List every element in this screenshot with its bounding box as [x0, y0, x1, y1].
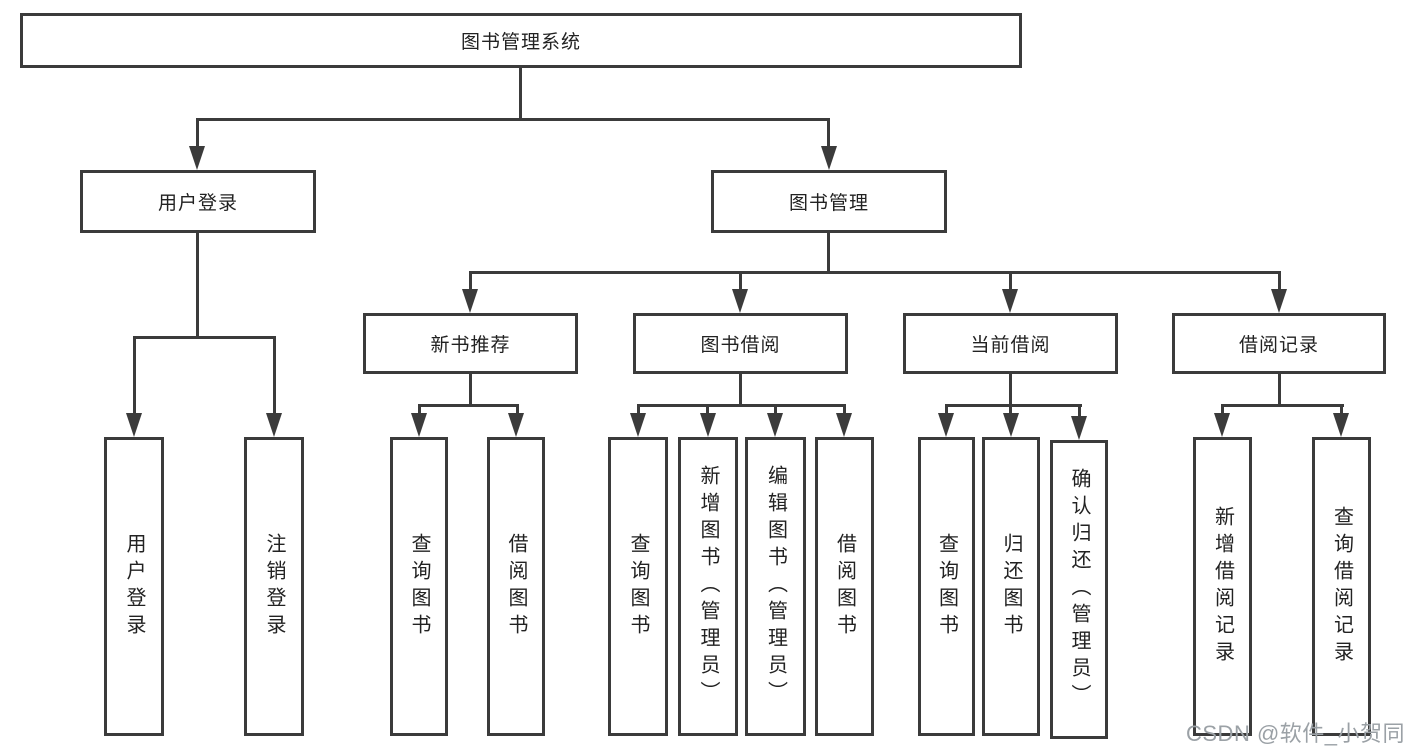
- connector-drop: [843, 404, 846, 418]
- connector-root-stem: [519, 68, 522, 120]
- arrow-down-icon: [266, 413, 282, 437]
- connector-user-stem: [196, 233, 199, 339]
- leaf-add-borrow-record: 新增借阅记录: [1193, 437, 1252, 736]
- leaf-label: 用户登录: [123, 532, 145, 641]
- arrow-down-icon: [630, 413, 646, 437]
- arrow-down-icon: [938, 413, 954, 437]
- connector-drop-records: [1278, 271, 1281, 293]
- connector-borrow-stem: [739, 374, 742, 406]
- node-library-management-system: 图书管理系统: [20, 13, 1022, 68]
- connector-drop: [516, 404, 519, 418]
- leaf-add-books-admin: 新增图书（管理员）: [678, 437, 738, 736]
- leaf-confirm-return-admin: 确认归还（管理员）: [1050, 440, 1108, 739]
- leaf-label: 查询借阅记录: [1330, 505, 1353, 668]
- arrow-down-icon: [1271, 289, 1287, 313]
- node-label: 图书借阅: [700, 335, 781, 356]
- arrow-down-icon: [189, 146, 205, 170]
- arrow-down-icon: [1333, 413, 1349, 437]
- arrow-down-icon: [732, 289, 748, 313]
- leaf-label: 查询图书: [935, 532, 958, 641]
- leaf-label: 借阅图书: [505, 532, 527, 641]
- connector-drop-login: [133, 336, 136, 415]
- arrow-down-icon: [767, 413, 783, 437]
- arrow-down-icon: [1002, 289, 1018, 313]
- arrow-down-icon: [1214, 413, 1230, 437]
- arrow-down-icon: [508, 413, 524, 437]
- connector-recommend-stem: [469, 374, 472, 406]
- leaf-borrow-books: 借阅图书: [815, 437, 874, 736]
- connector-drop-book-management: [827, 118, 830, 150]
- arrow-down-icon: [1071, 416, 1087, 440]
- leaf-label: 归还图书: [1000, 532, 1022, 641]
- leaf-label: 新增借阅记录: [1211, 505, 1234, 668]
- connector-recommend-horizontal: [418, 404, 519, 407]
- connector-mgmt-horizontal: [469, 271, 1281, 274]
- arrow-down-icon: [126, 413, 142, 437]
- connector-current-horizontal: [945, 404, 1082, 407]
- node-book-management-branch: 图书管理: [711, 170, 947, 233]
- connector-user-horizontal: [133, 336, 276, 339]
- node-label: 图书管理: [788, 193, 869, 214]
- node-label: 当前借阅: [970, 335, 1051, 356]
- leaf-query-books: 查询图书: [390, 437, 448, 736]
- leaf-label: 注销登录: [263, 532, 285, 641]
- arrow-down-icon: [700, 413, 716, 437]
- node-user-login-branch: 用户登录: [80, 170, 316, 233]
- arrow-down-icon: [462, 289, 478, 313]
- connector-drop: [945, 404, 948, 418]
- connector-level1-horizontal: [196, 118, 830, 121]
- csdn-watermark: CSDN @软件_小贺同学: [1186, 721, 1405, 746]
- leaf-label: 新增图书（管理员）: [697, 465, 719, 708]
- connector-drop-logout: [273, 336, 276, 415]
- connector-drop: [1009, 404, 1012, 418]
- connector-drop: [1078, 404, 1081, 418]
- node-borrowing-records: 借阅记录: [1172, 313, 1386, 374]
- leaf-logout: 注销登录: [244, 437, 304, 736]
- connector-records-stem: [1278, 374, 1281, 406]
- node-book-borrowing: 图书借阅: [633, 313, 848, 374]
- connector-drop: [418, 404, 421, 418]
- connector-drop: [1221, 404, 1224, 418]
- leaf-label: 查询图书: [627, 532, 649, 641]
- connector-drop: [774, 404, 777, 418]
- node-label: 新书推荐: [430, 335, 511, 356]
- leaf-query-borrow-record: 查询借阅记录: [1312, 437, 1371, 736]
- node-label: 借阅记录: [1238, 335, 1319, 356]
- connector-mgmt-stem: [827, 233, 830, 273]
- connector-borrow-horizontal: [637, 404, 846, 407]
- arrow-down-icon: [821, 146, 837, 170]
- connector-current-stem: [1009, 374, 1012, 406]
- leaf-label: 编辑图书（管理员）: [764, 465, 787, 708]
- connector-drop: [706, 404, 709, 418]
- node-label: 图书管理系统: [460, 32, 581, 53]
- leaf-user-login: 用户登录: [104, 437, 164, 736]
- leaf-return-books: 归还图书: [982, 437, 1040, 736]
- leaf-label: 查询图书: [408, 532, 430, 641]
- connector-drop-user-login: [196, 118, 199, 150]
- arrow-down-icon: [1003, 413, 1019, 437]
- leaf-query-books: 查询图书: [918, 437, 975, 736]
- connector-drop: [637, 404, 640, 418]
- node-current-borrowing: 当前借阅: [903, 313, 1118, 374]
- leaf-edit-books-admin: 编辑图书（管理员）: [745, 437, 806, 736]
- connector-records-horizontal: [1221, 404, 1344, 407]
- node-new-book-recommend: 新书推荐: [363, 313, 578, 374]
- leaf-query-books: 查询图书: [608, 437, 668, 736]
- leaf-borrow-books: 借阅图书: [487, 437, 545, 736]
- connector-drop-borrow: [739, 271, 742, 293]
- connector-drop-current: [1009, 271, 1012, 293]
- node-label: 用户登录: [157, 193, 238, 214]
- arrow-down-icon: [836, 413, 852, 437]
- connector-drop: [1340, 404, 1343, 418]
- arrow-down-icon: [411, 413, 427, 437]
- leaf-label: 确认归还（管理员）: [1068, 468, 1090, 711]
- leaf-label: 借阅图书: [833, 532, 856, 641]
- connector-drop-recommend: [469, 271, 472, 293]
